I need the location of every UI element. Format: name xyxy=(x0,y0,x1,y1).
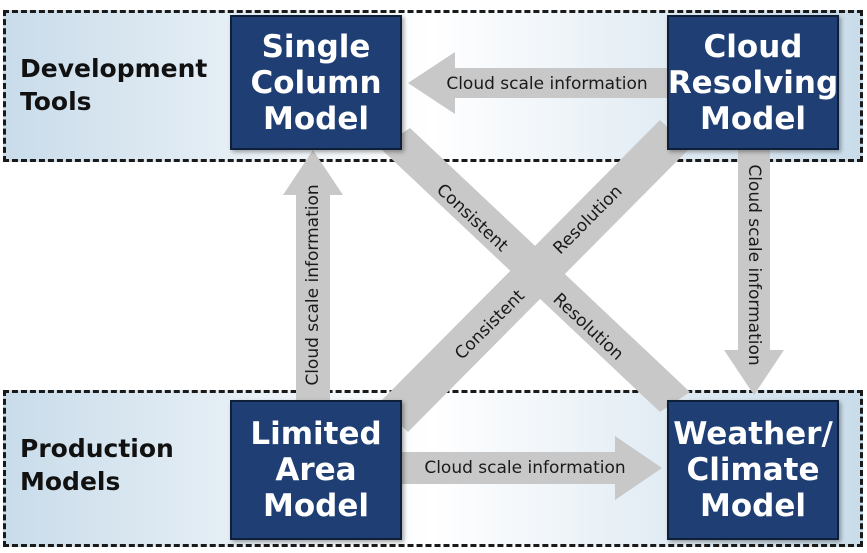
label-crm-to-wcm: Cloud scale information xyxy=(744,164,764,365)
arrow-lam-to-scm xyxy=(283,150,343,400)
box-line: Climate xyxy=(686,452,820,488)
box-line: Weather/ xyxy=(673,416,833,452)
cloud-resolving-model-box: Cloud Resolving Model xyxy=(667,15,839,150)
box-line: Model xyxy=(700,100,806,137)
arrow-crm-to-wcm xyxy=(724,150,784,395)
weather-climate-model-box: Weather/ Climate Model xyxy=(667,400,839,540)
production-models-label: Production Models xyxy=(20,434,174,496)
arrow-lam-to-wcm xyxy=(402,436,662,500)
development-tools-label: Development Tools xyxy=(20,54,208,116)
box-line: Area xyxy=(275,452,357,488)
single-column-model-box: Single Column Model xyxy=(230,15,402,150)
box-line: Single xyxy=(261,28,371,65)
box-line: Column xyxy=(250,64,382,101)
box-line: Limited xyxy=(250,416,382,452)
label-lam-to-scm: Cloud scale information xyxy=(303,184,323,385)
box-line: Model xyxy=(263,488,369,524)
diagonal-bar-crm-lam xyxy=(378,120,690,432)
box-line: Cloud xyxy=(703,28,803,65)
box-line: Resolving xyxy=(667,64,839,101)
arrow-crm-to-scm xyxy=(408,52,667,114)
box-line: Model xyxy=(700,488,806,524)
limited-area-model-box: Limited Area Model xyxy=(230,400,402,540)
box-line: Model xyxy=(263,100,369,137)
label-crm-to-scm: Cloud scale information xyxy=(446,74,647,94)
label-lam-to-wcm: Cloud scale information xyxy=(424,458,625,478)
